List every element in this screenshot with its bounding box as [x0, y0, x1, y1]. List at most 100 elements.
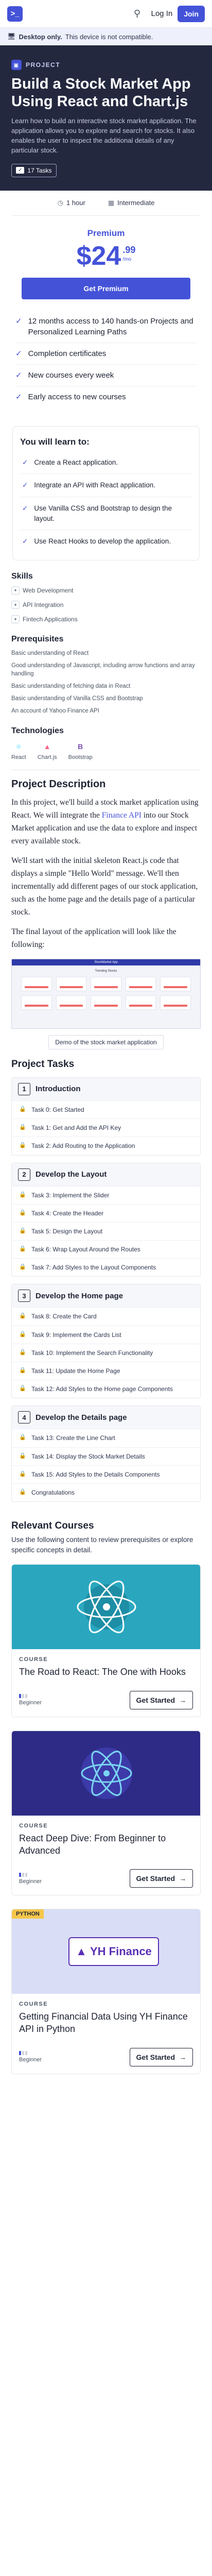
- task-item[interactable]: 🔒Task 9: Implement the Cards List: [12, 1325, 200, 1344]
- task-item[interactable]: 🔒Task 10: Implement the Search Functiona…: [12, 1343, 200, 1362]
- task-item[interactable]: 🔒Task 13: Create the Line Chart: [12, 1429, 200, 1447]
- course-card[interactable]: PYTHON ▲YH Finance COURSE Getting Financ…: [11, 1909, 201, 2074]
- feature-item: ✓12 months access to 140 hands-on Projec…: [15, 311, 197, 343]
- python-tag: PYTHON: [12, 1909, 44, 1919]
- demo-title: Trending Stocks: [95, 969, 117, 973]
- course-banner: PYTHON ▲YH Finance: [12, 1909, 200, 1994]
- tasks-badge: ✓ 17 Tasks: [11, 163, 57, 177]
- project-kicker: ▣ PROJECT: [11, 60, 201, 70]
- educative-logo[interactable]: >_: [7, 6, 23, 22]
- join-button[interactable]: Join: [178, 5, 205, 22]
- search-icon[interactable]: ⚲: [133, 8, 141, 19]
- course-title: Getting Financial Data Using YH Finance …: [19, 2011, 188, 2035]
- project-kicker-label: PROJECT: [26, 61, 61, 69]
- course-card[interactable]: COURSE The Road to React: The One with H…: [11, 1564, 201, 1717]
- demo-card: [56, 995, 87, 1010]
- project-tasks-title: Project Tasks: [11, 1058, 75, 1070]
- course-level: Beginner: [19, 1872, 42, 1885]
- learning-outcomes: You will learn to: ✓Create a React appli…: [12, 426, 200, 561]
- feature-item: ✓Early access to new courses: [15, 392, 126, 401]
- skill-item[interactable]: ●Web Development: [11, 586, 201, 595]
- feature-item: ✓Completion certificates: [15, 343, 197, 365]
- prerequisite-item: Basic understanding of React: [11, 650, 89, 656]
- description-paragraph: We'll start with the initial skeleton Re…: [11, 856, 198, 917]
- feature-item: ✓New courses every week: [15, 365, 197, 386]
- task-item[interactable]: 🔒Task 4: Create the Header: [12, 1204, 200, 1222]
- level: ▦Intermediate: [108, 199, 155, 207]
- task-item[interactable]: 🔒Task 1: Get and Add the API Key: [12, 1118, 200, 1137]
- demo-header: StockMarket App: [12, 959, 200, 965]
- get-started-button[interactable]: Get Started→: [129, 1869, 193, 1888]
- skill-item[interactable]: ●API Integration: [11, 600, 201, 609]
- premium-features: ✓12 months access to 140 hands-on Projec…: [12, 311, 200, 408]
- tasks-badge-label: 17 Tasks: [27, 166, 52, 174]
- lock-icon: 🔒: [19, 1367, 26, 1374]
- prerequisite-item: An account of Yahoo Finance API: [11, 708, 99, 715]
- check-icon: ✓: [22, 458, 28, 466]
- task-item[interactable]: 🔒Task 8: Create the Card: [12, 1307, 200, 1325]
- finance-api-link[interactable]: Finance API: [101, 810, 142, 820]
- duration-label: 1 hour: [66, 198, 85, 207]
- outcome-item: ✓Integrate an API with React application…: [20, 474, 192, 497]
- task-item[interactable]: 🔒Task 2: Add Routing to the Application: [12, 1137, 200, 1155]
- tasks-icon: ✓: [16, 167, 25, 174]
- task-item[interactable]: 🔒Task 7: Add Styles to the Layout Compon…: [12, 1258, 200, 1276]
- task-item[interactable]: 🔒Task 14: Display the Stock Market Detai…: [12, 1447, 200, 1465]
- demo-card: [21, 995, 52, 1010]
- arrow-right-icon: →: [179, 1696, 186, 1704]
- outcome-item: ✓Use React Hooks to develop the applicat…: [20, 530, 192, 553]
- get-started-button[interactable]: Get Started→: [129, 2047, 193, 2066]
- yh-finance-logo: ▲YH Finance: [68, 1937, 159, 1967]
- task-item[interactable]: 🔒Task 0: Get Started: [12, 1100, 200, 1118]
- skills-title: Skills: [11, 571, 33, 581]
- task-item[interactable]: 🔒Task 3: Implement the Slider: [12, 1185, 200, 1204]
- task-item[interactable]: 🔒Task 12: Add Styles to the Home page Co…: [12, 1380, 200, 1398]
- lock-icon: 🔒: [19, 1470, 26, 1477]
- task-item[interactable]: 🔒Task 15: Add Styles to the Details Comp…: [12, 1465, 200, 1483]
- technologies-title: Technologies: [11, 726, 64, 736]
- course-banner: [12, 1731, 200, 1816]
- lock-icon: 🔒: [19, 1488, 26, 1495]
- tech-chartjs[interactable]: ▲Chart.js: [38, 741, 57, 760]
- demo-card: [160, 995, 191, 1010]
- course-card[interactable]: COURSE React Deep Dive: From Beginner to…: [11, 1730, 201, 1896]
- demo-card: [56, 976, 87, 991]
- hero-description: Learn how to build an interactive stock …: [11, 117, 197, 154]
- project-description: Project Description In this project, we'…: [11, 778, 201, 1049]
- relevant-courses-subtitle: Use the following content to review prer…: [11, 1536, 193, 1554]
- prerequisites-section: Prerequisites Basic understanding of Rea…: [11, 635, 201, 716]
- desktop-only-text: This device is not compatible.: [65, 32, 153, 41]
- demo-card: [125, 995, 156, 1010]
- relevant-courses: Relevant Courses Use the following conte…: [11, 1520, 201, 2074]
- task-item[interactable]: 🔒Congratulations: [12, 1483, 200, 1501]
- task-item[interactable]: 🔒Task 6: Wrap Layout Around the Routes: [12, 1240, 200, 1258]
- get-started-button[interactable]: Get Started→: [129, 1690, 193, 1709]
- check-icon: ✓: [15, 316, 22, 326]
- skill-icon: ●: [11, 600, 20, 609]
- price-dollars: $24: [76, 241, 121, 271]
- tech-react[interactable]: ⚛React: [11, 741, 26, 761]
- skill-item[interactable]: ●Fintech Applications: [11, 615, 201, 623]
- lock-icon: 🔒: [19, 1264, 26, 1270]
- login-link[interactable]: Log In: [151, 9, 173, 18]
- task-item[interactable]: 🔒Task 5: Design the Layout: [12, 1222, 200, 1240]
- duration: ◷1 hour: [58, 199, 85, 207]
- desktop-only-strong: Desktop only.: [19, 32, 62, 41]
- task-item[interactable]: 🔒Task 11: Update the Home Page: [12, 1362, 200, 1380]
- prerequisites-title: Prerequisites: [11, 634, 64, 643]
- lock-icon: 🔒: [19, 1191, 26, 1198]
- outcome-item: ✓Create a React application.: [20, 451, 192, 474]
- skill-icon: ●: [11, 586, 20, 595]
- get-premium-button[interactable]: Get Premium: [22, 277, 190, 299]
- course-level: Beginner: [19, 1694, 42, 1706]
- arrow-right-icon: →: [179, 2053, 186, 2061]
- check-icon: ✓: [22, 481, 28, 489]
